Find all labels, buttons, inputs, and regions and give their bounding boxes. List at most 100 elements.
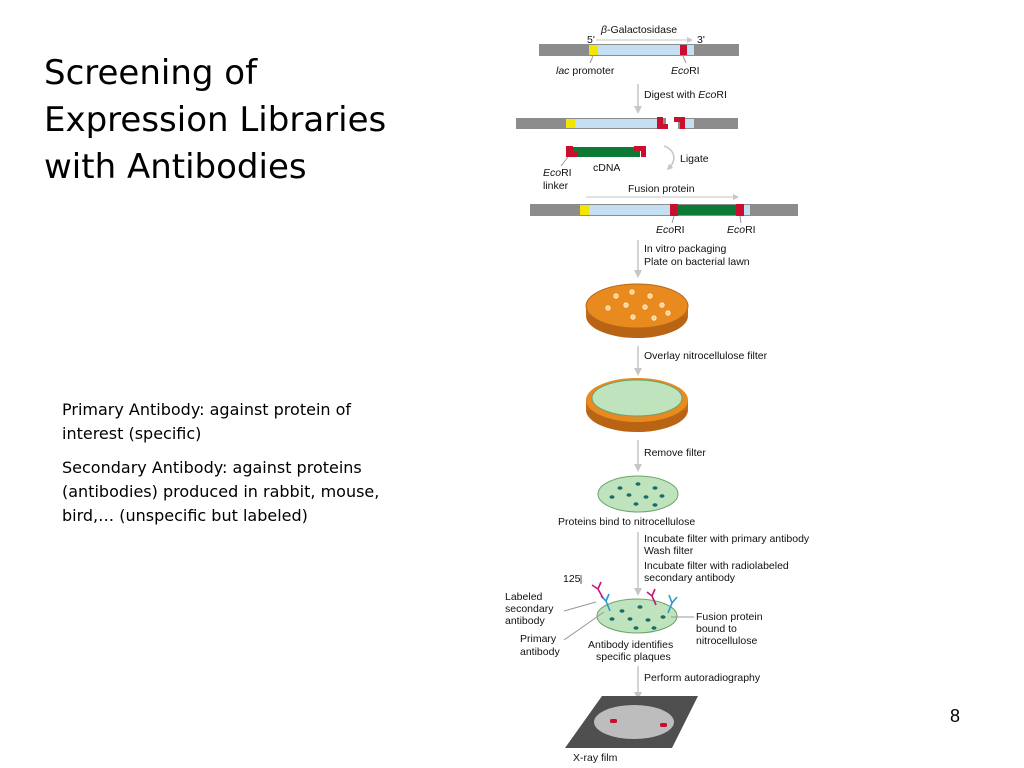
fusion-protein-label: Fusion protein (628, 183, 695, 195)
primary-antibody-right (667, 594, 678, 614)
plaque (647, 293, 653, 299)
ecori-label-left: EcoRI (656, 224, 685, 236)
cdna-label: cDNA (593, 162, 620, 174)
protein-spot (645, 618, 651, 622)
plaque (629, 289, 635, 295)
recombinant-promoter (580, 205, 589, 215)
vector-construct: β-Galactosidase 5' 3' lac promoter EcoRI (539, 24, 739, 77)
bound-proteins (609, 482, 665, 507)
ecori-site-left (670, 204, 678, 216)
vector-right-arm (678, 118, 738, 129)
identifies-label-1: Antibody identifies (588, 639, 673, 651)
protein-spot (660, 615, 666, 619)
three-prime-label: 3' (697, 34, 705, 46)
sticky-end-right (674, 117, 685, 129)
promoter-pointer (589, 55, 594, 64)
protein-spot (633, 626, 639, 630)
plaque (630, 314, 636, 320)
xray-film-label: X-ray film (573, 752, 618, 764)
ecori-site (680, 45, 687, 55)
beta-symbol: β-Galactosidase (600, 24, 677, 36)
labeled-secondary-label-3: antibody (505, 615, 545, 627)
inserted-cdna (672, 205, 738, 215)
iodine-125-label: 125 (563, 573, 581, 585)
five-prime-label: 5' (587, 34, 595, 46)
linker-right (634, 146, 646, 157)
digest-step: Digest with EcoRI (644, 89, 727, 101)
exposed-spot-right (660, 723, 667, 727)
ecori-pointer (682, 55, 687, 64)
antibody-detail: 125 Labeled secondary antibody Primary (505, 573, 763, 663)
identifies-label-2: specific plaques (596, 651, 671, 663)
lacz-right (684, 119, 694, 128)
lac-promoter-box (589, 45, 598, 55)
bound-proteins-2 (609, 605, 666, 630)
plating-step: Plate on bacterial lawn (644, 256, 750, 268)
labeled-secondary-pointer (563, 601, 597, 612)
protein-spot (633, 502, 639, 506)
ligate-arrow (663, 145, 675, 171)
protein-spot (635, 482, 641, 486)
ligate-step: Ligate (680, 153, 709, 165)
sticky-end-left (657, 117, 668, 129)
linker-left (566, 146, 578, 157)
incubate-primary-step: Incubate filter with primary antibody (644, 533, 810, 545)
fusion-bound-label-2: bound to (696, 623, 737, 635)
plaque (605, 305, 611, 311)
protein-spot (627, 617, 633, 621)
cdna-insert: cDNA EcoRI linker (543, 146, 646, 192)
plaque (623, 302, 629, 308)
remove-step: Remove filter (644, 447, 706, 459)
filter-disc (597, 475, 679, 513)
digested-vector (516, 117, 738, 129)
plaque (613, 293, 619, 299)
title-line-3: with Antibodies (44, 147, 307, 187)
recombinant-vector: EcoRI EcoRI (530, 204, 798, 236)
autoradiography-step: Perform autoradiography (644, 672, 761, 684)
proteins-bind-label: Proteins bind to nitrocellulose (558, 516, 695, 528)
secondary-antibody-left (591, 581, 604, 599)
ecori-pointer-left (671, 215, 675, 224)
filter-disc-2 (596, 598, 678, 634)
secondary-antibody-right (646, 588, 657, 606)
cdna-bar (572, 147, 640, 157)
primary-antibody-note: Primary Antibody: against protein of int… (62, 400, 352, 443)
filter-on-dish (586, 378, 688, 432)
exposed-spot-left (610, 719, 617, 723)
primary-pointer (563, 611, 605, 641)
protein-spot (609, 617, 615, 621)
ecori-label-top: EcoRI (671, 65, 700, 77)
primary-antibody-label-1: Primary (520, 633, 557, 645)
protein-spot (637, 605, 643, 609)
film-exposure-area (594, 705, 674, 739)
recombinant-lacz (580, 205, 750, 215)
protein-spot (626, 493, 632, 497)
notes: Primary Antibody: against protein of int… (62, 398, 392, 538)
secondary-antibodies (591, 581, 657, 606)
lacz-gene (589, 45, 694, 55)
linker-label: linker (543, 180, 569, 192)
incubate-secondary-step: Incubate filter with radiolabeled (644, 560, 789, 572)
protein-spot (643, 495, 649, 499)
title-line-2: Expression Libraries (44, 100, 387, 140)
plaque (651, 315, 657, 321)
ecori-label-right: EcoRI (727, 224, 756, 236)
bacterial-lawn (585, 283, 689, 329)
linker-pointer (560, 156, 569, 167)
nitrocellulose-filter (591, 379, 683, 417)
promoter-left (566, 119, 575, 128)
xray-film (565, 696, 698, 748)
labeled-secondary-label-1: Labeled (505, 591, 543, 603)
plaques (605, 289, 671, 321)
protein-spot (652, 503, 658, 507)
incubate-secondary-step-2: secondary antibody (644, 572, 736, 584)
petri-dish (585, 283, 689, 338)
protein-spot (659, 494, 665, 498)
plaque (665, 310, 671, 316)
labeled-secondary-label-2: secondary (505, 603, 554, 615)
protein-spot (617, 486, 623, 490)
filter-with-proteins (597, 475, 679, 513)
protein-spot (652, 486, 658, 490)
secondary-antibody-note: Secondary Antibody: against proteins (an… (62, 458, 380, 525)
